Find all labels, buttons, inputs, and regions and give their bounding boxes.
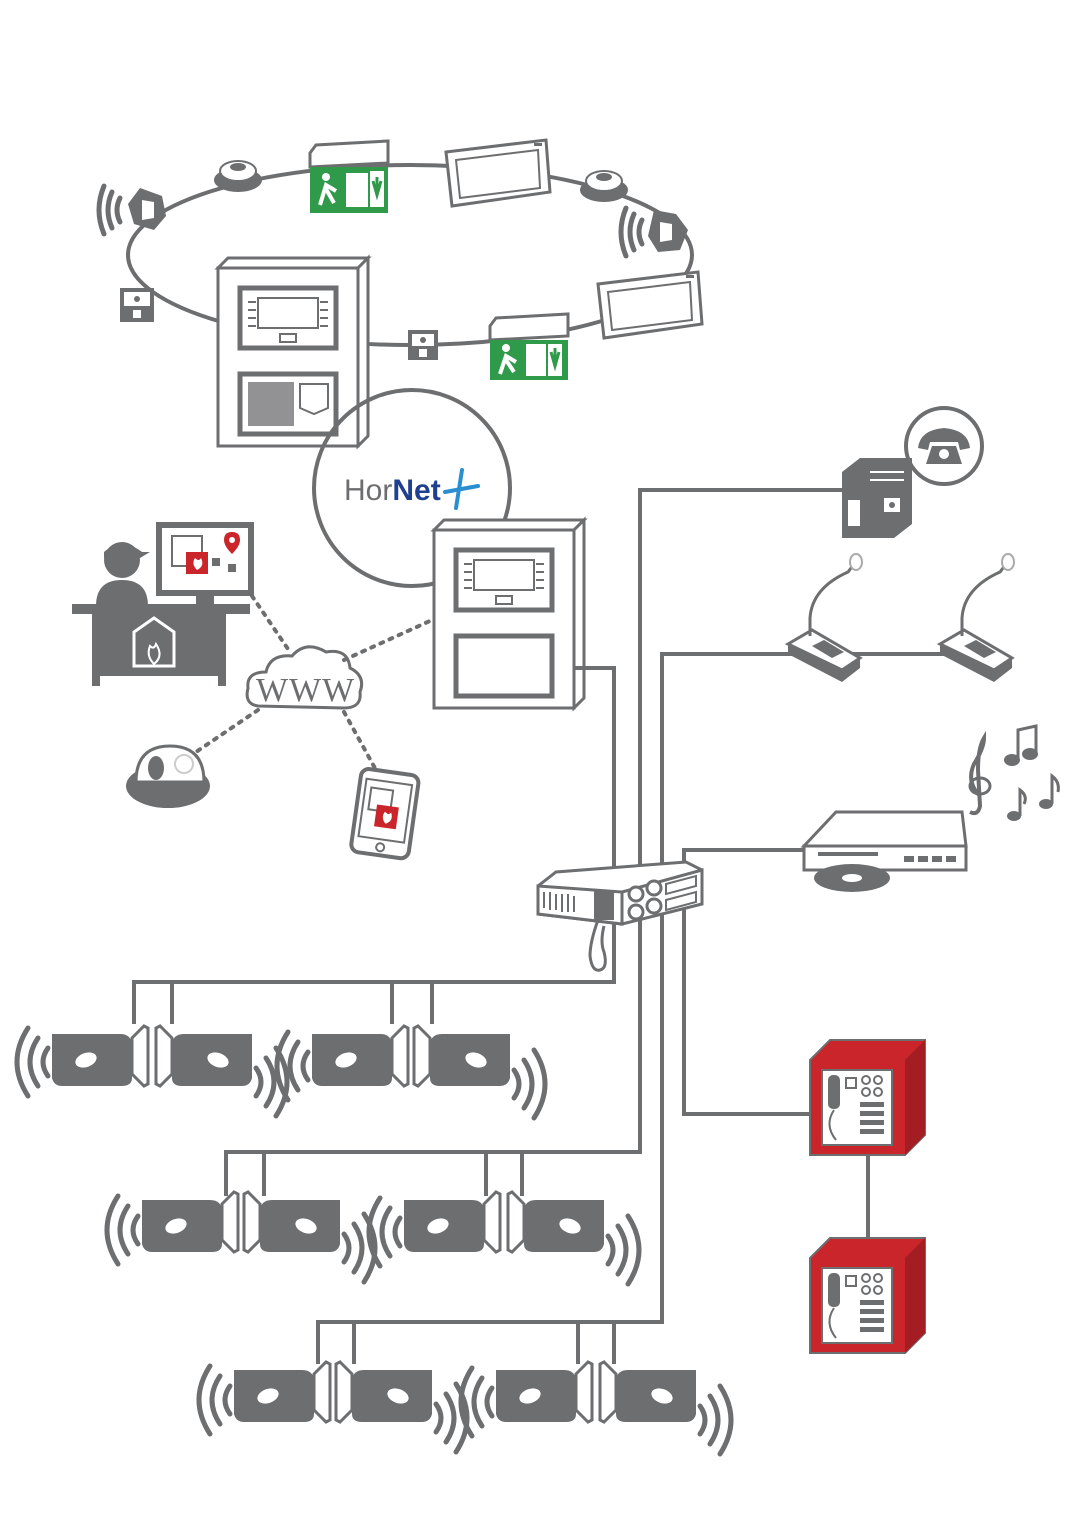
www-label: WWW	[256, 672, 355, 709]
sounder-icon	[96, 183, 166, 237]
hornet-suffix: Net	[392, 474, 440, 507]
call-point-icon	[120, 288, 154, 322]
loudspeaker-icon	[598, 1360, 731, 1454]
hornet-prefix: Hor	[344, 474, 392, 507]
loudspeaker-icon	[369, 1190, 502, 1266]
display-panel-icon	[596, 270, 704, 340]
hornet-ring	[312, 388, 512, 588]
smoke-detector-icon	[214, 160, 262, 192]
cd-player-icon	[800, 810, 968, 892]
loudspeaker-icon	[242, 1190, 375, 1282]
hornet-logo: HorNet	[344, 468, 480, 510]
paging-microphone-icon	[784, 553, 863, 682]
fire-telephone-cabinet-icon	[809, 1039, 926, 1156]
paging-microphone-icon	[936, 553, 1015, 682]
sounder-icon	[618, 205, 688, 259]
dome-camera-icon	[126, 744, 210, 808]
loudspeaker-icon	[199, 1360, 332, 1434]
fire-panel-icon	[214, 254, 372, 450]
smartphone-icon	[349, 767, 421, 861]
exit-sign-icon	[488, 312, 570, 380]
smoke-detector-icon	[580, 170, 628, 202]
cloud-icon: WWW	[245, 645, 364, 710]
exit-sign-icon	[308, 139, 390, 213]
loudspeaker-icon	[107, 1190, 240, 1264]
loudspeaker-icon	[154, 1024, 287, 1116]
fire-panel-icon	[430, 516, 588, 712]
telephone-icon	[904, 406, 984, 486]
loudspeaker-icon	[277, 1024, 410, 1100]
pc-tower-icon	[842, 458, 912, 538]
loudspeaker-icon	[506, 1190, 639, 1284]
svg-text:HorNet: HorNet	[344, 474, 441, 507]
loudspeaker-icon	[412, 1024, 545, 1118]
loudspeaker-icon	[17, 1024, 150, 1096]
loudspeaker-icon	[461, 1360, 594, 1436]
call-point-icon	[408, 330, 438, 360]
amplifier-icon	[536, 860, 704, 972]
operator-workstation-icon	[72, 522, 254, 686]
loudspeaker-icon	[334, 1360, 467, 1452]
music-notes-icon	[968, 724, 1060, 821]
fire-telephone-cabinet-icon	[809, 1237, 926, 1354]
display-panel-icon	[444, 138, 552, 208]
